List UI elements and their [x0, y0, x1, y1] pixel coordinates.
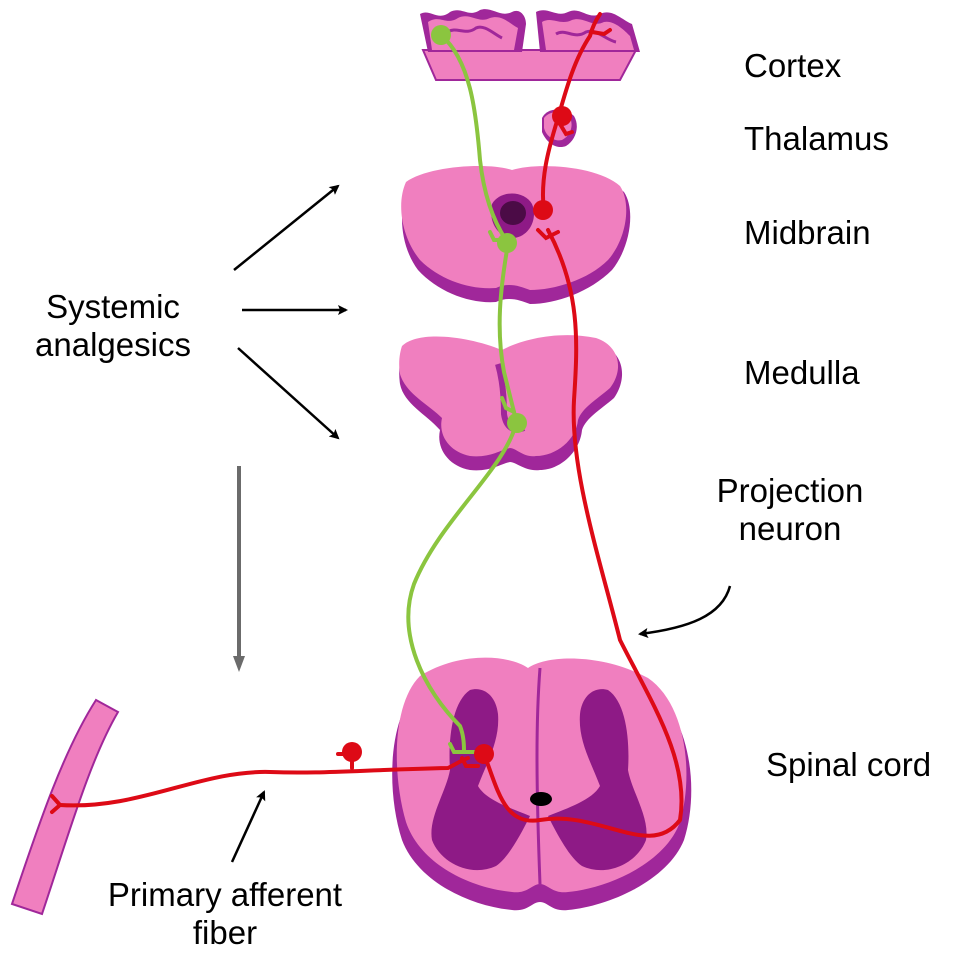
systemic-analgesic-arrows — [234, 186, 346, 438]
cortex-section — [420, 9, 640, 80]
label-systemic-line2: analgesics — [18, 326, 208, 364]
label-projection-line2: neuron — [700, 510, 880, 548]
label-thalamus: Thalamus — [744, 120, 889, 158]
label-cortex: Cortex — [744, 47, 841, 85]
projection-neuron-arrow — [640, 586, 730, 634]
midbrain-section — [401, 166, 630, 304]
label-spinal-cord: Spinal cord — [766, 746, 931, 784]
label-medulla: Medulla — [744, 354, 860, 392]
label-midbrain: Midbrain — [744, 214, 871, 252]
label-projection-neuron: Projection neuron — [700, 472, 880, 548]
label-primary-afferent-fiber: Primary afferent fiber — [80, 876, 370, 952]
label-projection-line1: Projection — [700, 472, 880, 510]
gray-down-arrowhead — [233, 656, 245, 672]
primary-afferent-arrow — [232, 792, 264, 862]
label-primary-line1: Primary afferent — [80, 876, 370, 914]
label-primary-line2: fiber — [80, 914, 370, 952]
label-systemic-analgesics: Systemic analgesics — [18, 288, 208, 364]
label-systemic-line1: Systemic — [18, 288, 208, 326]
